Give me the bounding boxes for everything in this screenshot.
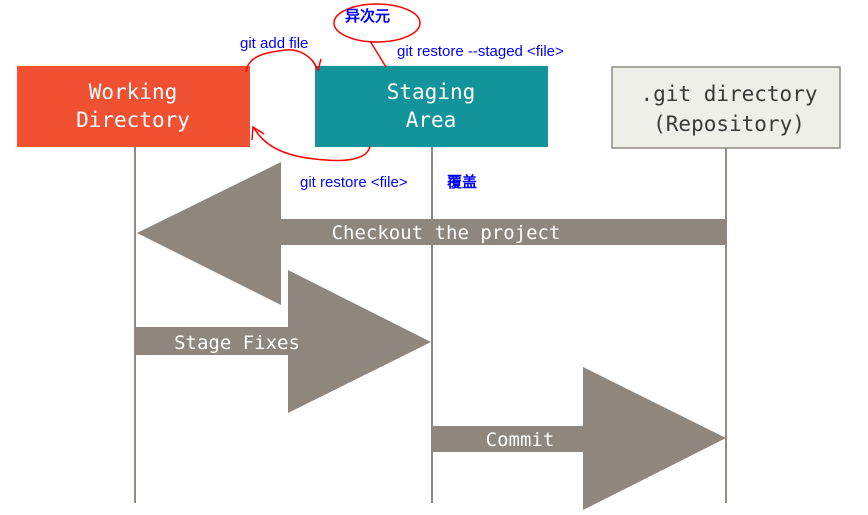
git-add-annotation: git add file: [240, 35, 308, 52]
repository-label-line1: .git directory: [640, 82, 817, 106]
add-curve-annotation: [245, 49, 319, 73]
restore-arrowhead-annotation: [251, 125, 265, 141]
commit-arrow: [432, 367, 726, 510]
checkout-arrow: [137, 162, 726, 305]
repository-label-line2: (Repository): [653, 112, 805, 136]
git-restore-file-suffix: 覆盖: [447, 173, 477, 191]
working-directory-box: [17, 66, 250, 147]
circle-pointer-annotation: [369, 40, 387, 68]
circled-label-text: 异次元: [345, 7, 390, 25]
stage-fixes-arrow: [135, 270, 431, 413]
restore-curve-annotation: [253, 127, 371, 162]
staging-area-label-line2: Area: [406, 108, 457, 132]
stage-fixes-arrow-label: Stage Fixes: [174, 332, 300, 354]
checkout-arrow-label: Checkout the project: [332, 222, 561, 244]
working-directory-label-line2: Directory: [76, 108, 190, 132]
circled-label-outline: [333, 3, 421, 43]
add-arrowhead-annotation: [311, 58, 322, 72]
repository-box: [611, 66, 841, 149]
git-restore-staged-annotation: git restore --staged <file>: [397, 43, 564, 60]
git-restore-file-annotation: git restore <file>: [300, 174, 408, 191]
working-directory-label-line1: Working: [89, 80, 178, 104]
commit-arrow-label: Commit: [486, 429, 555, 451]
staging-area-box: [315, 66, 548, 147]
staging-area-label-line1: Staging: [387, 80, 476, 104]
